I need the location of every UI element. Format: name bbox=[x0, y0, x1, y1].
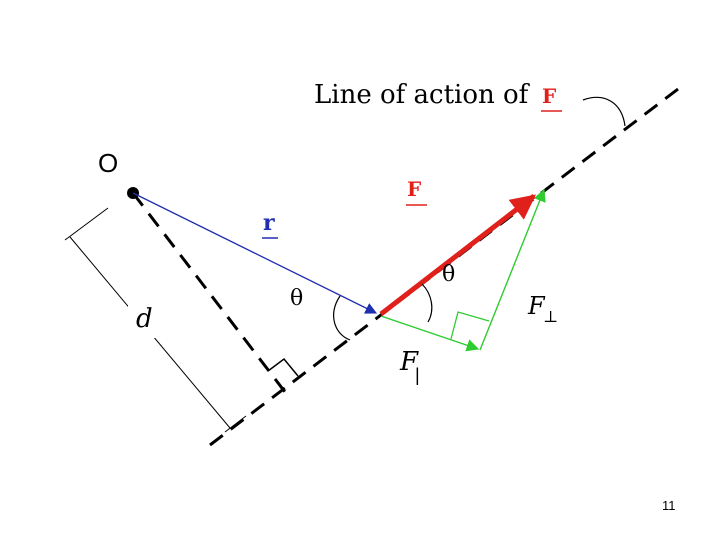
title-callout bbox=[582, 96, 626, 127]
f-par-label: F bbox=[399, 347, 419, 377]
theta-label-origin: θ bbox=[290, 286, 303, 311]
distance-label: d bbox=[136, 304, 153, 334]
position-vector-r bbox=[132, 192, 378, 314]
distance-label-gap bbox=[128, 298, 158, 338]
parallel-component-arrow bbox=[380, 315, 480, 352]
f-perp-subscript: ⊥ bbox=[543, 307, 558, 326]
angle-arc-force bbox=[421, 283, 433, 323]
r-label: r bbox=[263, 210, 275, 236]
distance-tick-bottom bbox=[224, 415, 247, 433]
title-vector-f: F bbox=[542, 84, 556, 108]
f-par-subscript: | bbox=[415, 365, 420, 385]
angle-arc-origin bbox=[333, 295, 351, 341]
perpendicular-line bbox=[131, 192, 287, 393]
f-perp-label: F bbox=[527, 292, 546, 320]
title-prefix: Line of action of bbox=[314, 80, 531, 110]
force-vector-f bbox=[379, 194, 536, 316]
origin-label: O bbox=[98, 148, 118, 178]
page-number: 11 bbox=[662, 498, 676, 513]
theta-label-force: θ bbox=[442, 262, 455, 287]
force-label: F bbox=[407, 177, 421, 201]
distance-tick-top bbox=[64, 207, 109, 241]
component-right-angle bbox=[450, 311, 490, 340]
right-angle-marker bbox=[267, 357, 299, 377]
